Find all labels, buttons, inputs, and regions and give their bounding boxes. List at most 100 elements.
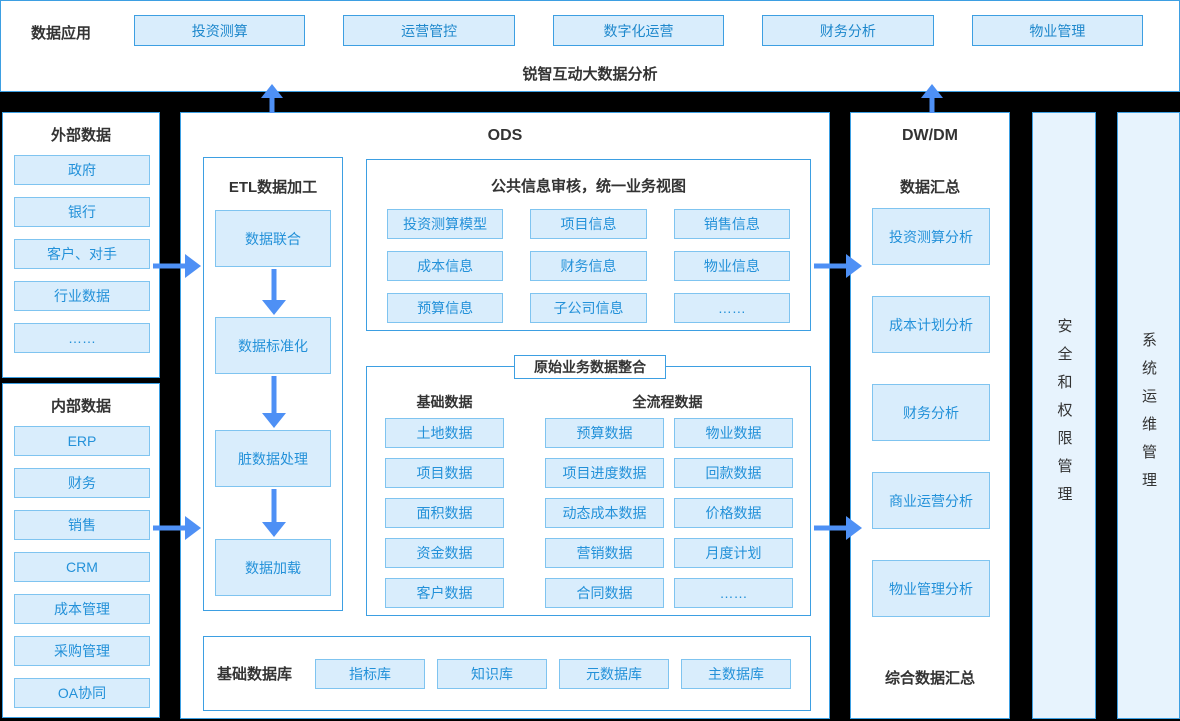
dwdm-footer: 综合数据汇总: [884, 670, 975, 687]
app-box-finance: 财务分析: [762, 15, 934, 46]
band-label: 数据应用: [31, 25, 92, 42]
common-info-item: 子公司信息: [530, 293, 647, 323]
base-db-row: 指标库 知识库 元数据库 主数据库: [315, 659, 791, 689]
internal-data-item: 采购管理: [14, 636, 150, 666]
common-info-item: 预算信息: [387, 293, 504, 323]
down-arrow-icon: [262, 376, 286, 428]
full-process-item: 营销数据: [545, 538, 664, 568]
raw-data-box: 原始业务数据整合 基础数据 全流程数据 土地数据 项目数据 面积数据 资金数据 …: [366, 355, 811, 616]
down-arrow-icon: [262, 269, 286, 315]
dwdm-item: 投资测算分析: [872, 208, 990, 265]
right-arrow-icon: [814, 253, 862, 279]
app-box-investment: 投资测算: [134, 15, 306, 46]
common-info-grid: 投资测算模型 项目信息 销售信息 成本信息 财务信息 物业信息 预算信息 子公司…: [387, 209, 790, 323]
base-data-column: 土地数据 项目数据 面积数据 资金数据 客户数据: [385, 418, 504, 608]
full-process-item: 项目进度数据: [545, 458, 664, 488]
security-permission-bar: 安全和权限管理: [1032, 112, 1096, 719]
internal-data-item: ERP: [14, 426, 150, 456]
base-data-item: 项目数据: [385, 458, 504, 488]
full-process-item: 预算数据: [545, 418, 664, 448]
full-process-item: 合同数据: [545, 578, 664, 608]
full-process-column-2: 物业数据 回款数据 价格数据 月度计划 ……: [674, 418, 793, 608]
base-db-item: 元数据库: [559, 659, 669, 689]
common-info-item: 项目信息: [530, 209, 647, 239]
security-permission-label: 安全和权限管理: [1055, 317, 1073, 514]
base-db-box: 基础数据库 指标库 知识库 元数据库 主数据库: [203, 636, 811, 711]
base-db-item: 指标库: [315, 659, 425, 689]
external-data-title: 外部数据: [50, 127, 111, 144]
common-info-item: 销售信息: [673, 209, 790, 239]
app-box-operation: 运营管控: [343, 15, 515, 46]
ods-title: ODS: [487, 127, 523, 144]
dwdm-item: 成本计划分析: [872, 296, 990, 353]
base-db-title: 基础数据库: [217, 666, 293, 683]
dwdm-subtitle: 数据汇总: [899, 179, 960, 196]
base-data-item: 资金数据: [385, 538, 504, 568]
base-db-item: 知识库: [437, 659, 547, 689]
dwdm-list: 投资测算分析 成本计划分析 财务分析 商业运营分析 物业管理分析: [872, 208, 990, 617]
internal-data-title: 内部数据: [50, 398, 111, 415]
common-info-item: 财务信息: [530, 251, 647, 281]
ods-panel: ODS ETL数据加工 数据联合 数据标准化 脏数据处理 数据加载 公共信息审核…: [180, 112, 830, 719]
common-info-box: 公共信息审核，统一业务视图 投资测算模型 项目信息 销售信息 成本信息 财务信息…: [366, 159, 811, 331]
full-process-item: 物业数据: [674, 418, 793, 448]
base-data-item: 客户数据: [385, 578, 504, 608]
external-data-item: ……: [14, 323, 150, 353]
base-data-item: 土地数据: [385, 418, 504, 448]
etl-step: 数据标准化: [215, 317, 331, 374]
app-box-property: 物业管理: [971, 15, 1144, 46]
internal-data-item: CRM: [14, 552, 150, 582]
internal-data-item: 财务: [14, 468, 150, 498]
external-data-list: 政府 银行 客户、对手 行业数据 ……: [14, 155, 150, 353]
right-arrow-icon: [814, 515, 862, 541]
full-process-item: 月度计划: [674, 538, 793, 568]
etl-step: 数据联合: [215, 210, 331, 267]
system-ops-bar: 系统运维管理: [1117, 112, 1180, 719]
internal-data-item: OA协同: [14, 678, 150, 708]
full-process-item: ……: [674, 578, 793, 608]
raw-data-tab: 原始业务数据整合: [514, 355, 666, 379]
full-process-item: 价格数据: [674, 498, 793, 528]
internal-data-item: 销售: [14, 510, 150, 540]
etl-step: 数据加载: [215, 539, 331, 596]
common-info-item: 物业信息: [673, 251, 790, 281]
app-buttons-row: 投资测算 运营管控 数字化运营 财务分析 物业管理: [134, 15, 1144, 46]
common-info-item: 投资测算模型: [387, 209, 504, 239]
right-arrow-icon: [153, 515, 201, 541]
right-arrow-icon: [153, 253, 201, 279]
down-arrow-icon: [262, 489, 286, 537]
external-data-item: 银行: [14, 197, 150, 227]
data-application-band: 数据应用 投资测算 运营管控 数字化运营 财务分析 物业管理 锐智互动大数据分析: [0, 0, 1180, 92]
raw-data-columns: 土地数据 项目数据 面积数据 资金数据 客户数据 预算数据 项目进度数据 动态成…: [385, 418, 793, 608]
dwdm-title: DW/DM: [902, 127, 958, 144]
base-data-label: 基础数据: [416, 394, 473, 410]
platform-title: 锐智互动大数据分析: [522, 66, 658, 83]
dwdm-item: 财务分析: [872, 384, 990, 441]
base-data-item: 面积数据: [385, 498, 504, 528]
internal-data-panel: 内部数据 ERP 财务 销售 CRM 成本管理 采购管理 OA协同: [2, 383, 160, 718]
external-data-item: 行业数据: [14, 281, 150, 311]
full-process-column-1: 预算数据 项目进度数据 动态成本数据 营销数据 合同数据: [545, 418, 664, 608]
common-info-item: 成本信息: [387, 251, 504, 281]
etl-step: 脏数据处理: [215, 430, 331, 487]
external-data-panel: 外部数据 政府 银行 客户、对手 行业数据 ……: [2, 112, 160, 378]
base-db-item: 主数据库: [681, 659, 791, 689]
common-info-item: ……: [673, 293, 790, 323]
full-process-item: 回款数据: [674, 458, 793, 488]
external-data-item: 政府: [14, 155, 150, 185]
dwdm-panel: DW/DM 数据汇总 投资测算分析 成本计划分析 财务分析 商业运营分析 物业管…: [850, 112, 1010, 719]
up-arrow-icon: [920, 84, 944, 113]
internal-data-item: 成本管理: [14, 594, 150, 624]
app-box-digital: 数字化运营: [552, 15, 725, 46]
full-process-item: 动态成本数据: [545, 498, 664, 528]
up-arrow-icon: [260, 84, 284, 113]
external-data-item: 客户、对手: [14, 239, 150, 269]
etl-box: ETL数据加工 数据联合 数据标准化 脏数据处理 数据加载: [203, 157, 343, 611]
dwdm-item: 商业运营分析: [872, 472, 990, 529]
system-ops-label: 系统运维管理: [1140, 331, 1157, 500]
common-info-title: 公共信息审核，统一业务视图: [490, 178, 686, 195]
dwdm-item: 物业管理分析: [872, 560, 990, 617]
full-process-label: 全流程数据: [632, 394, 703, 410]
etl-title: ETL数据加工: [228, 179, 318, 196]
